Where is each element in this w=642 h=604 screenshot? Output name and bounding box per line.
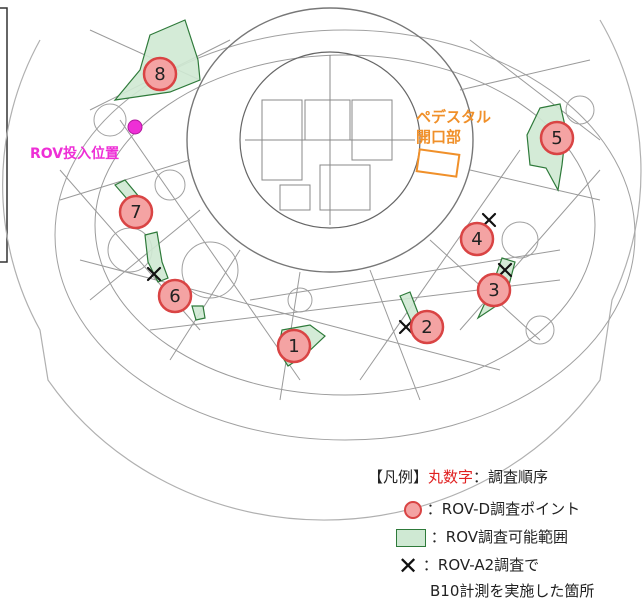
survey-point-3: 3 xyxy=(476,272,512,308)
frame-fragment xyxy=(0,7,8,263)
survey-point-5: 5 xyxy=(539,120,575,156)
survey-point-7: 7 xyxy=(118,194,154,230)
x-mark-near-3 xyxy=(497,262,513,278)
svg-text:3: 3 xyxy=(488,280,499,301)
x-mark-near-2 xyxy=(398,319,414,335)
legend-x-label-2: B10計測を実施した箇所 xyxy=(430,582,595,600)
legend-title-rest: ：調査順序 xyxy=(473,468,549,486)
legend-row-areas: ：ROV調査可能範囲 xyxy=(396,526,568,547)
legend-row-points: ：ROV-D調査ポイント xyxy=(404,498,580,519)
survey-points: 8 5 7 4 3 6 2 1 xyxy=(118,56,575,364)
survey-point-8: 8 xyxy=(142,56,178,92)
svg-text:4: 4 xyxy=(471,229,482,250)
rov-insertion-marker xyxy=(127,119,143,135)
survey-area-6b xyxy=(191,305,206,321)
survey-area-6 xyxy=(144,231,169,283)
legend-circle-label: ：ROV-D調査ポイント xyxy=(426,500,581,518)
survey-point-1: 1 xyxy=(276,328,312,364)
pedestal-label-line2: 開口部 xyxy=(416,128,461,146)
outer-ellipse xyxy=(54,29,636,441)
svg-text:7: 7 xyxy=(130,202,141,223)
pedestal-inner-ring xyxy=(239,51,421,229)
outer-ring xyxy=(2,19,642,521)
legend: 【凡例】丸数字：調査順序 ：ROV-D調査ポイント ：ROV調査可能範囲 ✕ ：… xyxy=(368,466,638,602)
survey-point-4: 4 xyxy=(459,221,495,257)
b10-x-marks xyxy=(146,212,513,335)
mid-ellipse xyxy=(94,54,596,396)
legend-row-x-2: B10計測を実施した箇所 xyxy=(430,580,594,601)
legend-area-label: ：ROV調査可能範囲 xyxy=(430,528,569,546)
legend-title-red: 丸数字 xyxy=(428,468,474,486)
legend-x-label-1: ：ROV-A2調査で xyxy=(422,556,540,574)
svg-text:5: 5 xyxy=(551,128,562,149)
pedestal-outer-ring xyxy=(186,7,474,273)
legend-row-x: ✕ ：ROV-A2調査で xyxy=(398,551,540,580)
legend-title-bracket: 【凡例】 xyxy=(368,468,429,486)
legend-area-icon xyxy=(396,528,426,547)
survey-point-2: 2 xyxy=(409,309,445,345)
pedestal-opening-marker xyxy=(415,148,461,178)
detail-circles xyxy=(93,95,595,345)
svg-text:2: 2 xyxy=(421,317,432,338)
legend-x-icon: ✕ xyxy=(398,551,419,580)
svg-text:1: 1 xyxy=(288,336,299,357)
svg-text:6: 6 xyxy=(169,286,180,307)
legend-title: 【凡例】丸数字：調査順序 xyxy=(368,466,548,487)
rov-insertion-label: ROV投入位置 xyxy=(30,145,119,162)
structure-drawing xyxy=(2,7,642,521)
survey-point-6: 6 xyxy=(157,278,193,314)
pedestal-label-line1: ペデスタル xyxy=(416,108,491,126)
svg-text:8: 8 xyxy=(154,64,165,85)
pedestal-internals xyxy=(245,55,415,225)
legend-circle-icon xyxy=(404,500,422,519)
x-mark-near-6 xyxy=(146,266,162,282)
